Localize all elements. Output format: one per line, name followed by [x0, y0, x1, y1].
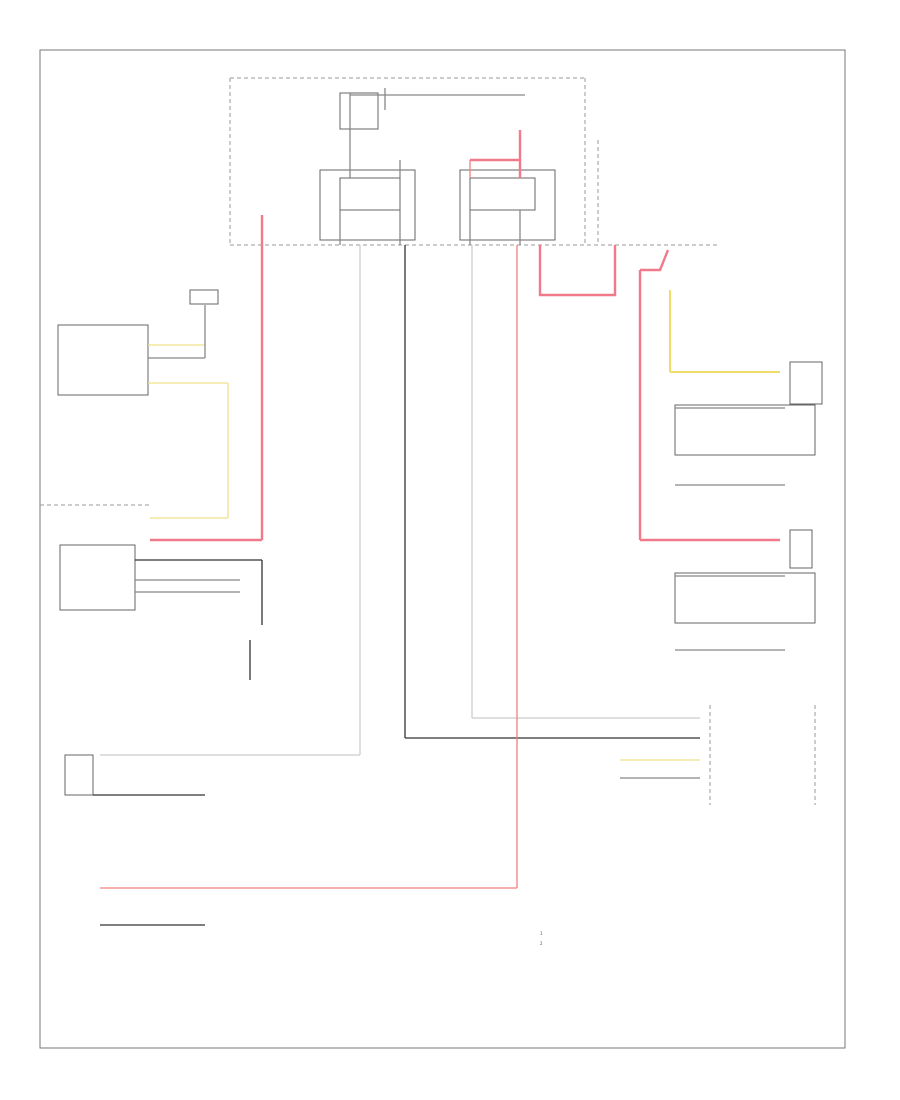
relay-box [229, 77, 720, 246]
legend: 1 2 [540, 931, 543, 946]
legend-item-2: 2 [540, 941, 543, 946]
wire-yellow-right [669, 290, 780, 373]
right-middle-component [674, 529, 816, 651]
right-upper-component [674, 361, 823, 486]
wire-black-center [404, 245, 700, 739]
wire-lightgray [471, 245, 700, 719]
wire-red-bottom [100, 245, 518, 889]
left-switch-module [40, 504, 263, 680]
left-lower-components [64, 754, 205, 926]
relay-left [319, 150, 416, 245]
wire-gray-center [100, 245, 361, 756]
wire-pink-left [150, 215, 264, 542]
left-upper-module [57, 289, 229, 519]
diagram-frame [39, 49, 846, 1049]
wire-red-right [538, 245, 780, 542]
right-bottom-connector [620, 705, 816, 805]
relay-right [459, 130, 556, 245]
legend-item-1: 1 [540, 931, 543, 936]
top-relay [339, 88, 525, 150]
